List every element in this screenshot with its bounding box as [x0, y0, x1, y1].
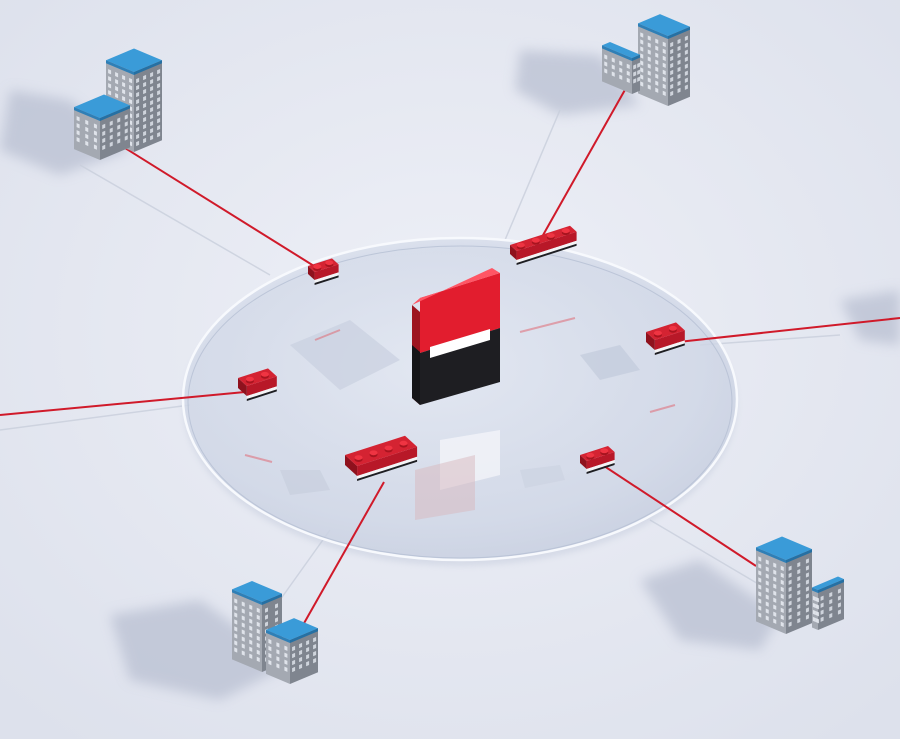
- building-southwest: [232, 581, 318, 684]
- brick-northeast: [510, 225, 577, 265]
- brick-northwest: [308, 258, 339, 285]
- brick-east: [646, 322, 685, 355]
- glass-platform: [181, 236, 739, 566]
- building-southeast: [756, 536, 844, 634]
- central-logo: [412, 268, 500, 405]
- building-northwest: [74, 48, 162, 160]
- floor-guides: [0, 109, 841, 601]
- brick-south: [345, 435, 418, 481]
- brick-southeast: [580, 446, 615, 474]
- link-southeast: [597, 461, 757, 567]
- bricks: [238, 225, 685, 481]
- buildings: [74, 14, 844, 684]
- link-south: [302, 481, 385, 626]
- brick-west: [238, 368, 277, 401]
- link-east: [677, 317, 900, 343]
- network-links: [0, 87, 900, 626]
- link-west: [0, 391, 246, 416]
- link-northeast: [537, 87, 627, 245]
- building-northeast: [602, 14, 690, 106]
- link-northwest: [124, 147, 315, 267]
